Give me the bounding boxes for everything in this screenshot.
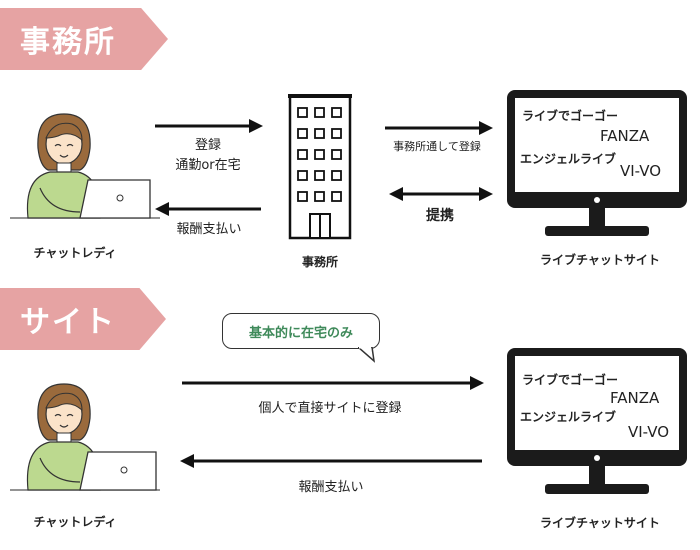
screen-site-2: FANZA [600,127,650,145]
arrow-double-partnership [389,187,493,201]
office-building-icon [288,94,352,240]
arrow-left-payment [155,202,261,216]
arrow-right-direct-register [182,376,484,390]
monitor-icon-2 [507,348,687,494]
screen-site-1: ライブでゴーゴー [522,109,619,123]
screen-site-3: エンジェルライブ [520,152,617,166]
chatlady-illustration [10,113,160,219]
site-label-2: ライブチャットサイト [540,516,660,530]
arrow-left-payment-2 [180,454,482,468]
section-banner-office: 事務所 [0,8,168,70]
arrow-right-register [155,119,263,133]
arrow-payment-text: 報酬支払い [176,222,242,237]
arrow-register-text: 登録 通勤or在宅 [152,136,264,176]
section-banner-site: サイト [0,288,166,350]
speech-bubble-text: 基本的に在宅のみ [248,325,353,341]
chatlady-label: チャットレディ [33,246,117,260]
section-banner-site-label: サイト [20,305,116,340]
section-banner-office-label: 事務所 [20,25,116,60]
speech-bubble-tail [358,347,376,363]
screen-site-4: VI-VO [620,162,662,180]
arrow-partnership-text: 提携 [426,208,454,224]
site-label: ライブチャットサイト [540,253,660,267]
office-label: 事務所 [301,255,338,269]
arrow-register-line2: 通勤or在宅 [175,158,241,173]
screen-site-2-1: ライブでゴーゴー [522,373,619,387]
screen-site-2-4: VI-VO [628,423,670,441]
screen-site-2-3: エンジェルライブ [520,410,617,424]
arrow-office-register-text: 事務所通して登録 [393,140,481,153]
arrow-direct-register-text: 個人で直接サイトに登録 [258,401,402,416]
arrow-register-line1: 登録 [194,138,221,153]
arrow-payment-text-2: 報酬支払い [298,480,364,495]
monitor-icon [507,90,687,236]
screen-site-2-2: FANZA [610,389,660,407]
chatlady-label-2: チャットレディ [33,515,117,529]
speech-bubble: 基本的に在宅のみ [222,313,380,349]
chatlady-illustration-2 [10,383,160,491]
arrow-right-office-register [385,121,493,135]
